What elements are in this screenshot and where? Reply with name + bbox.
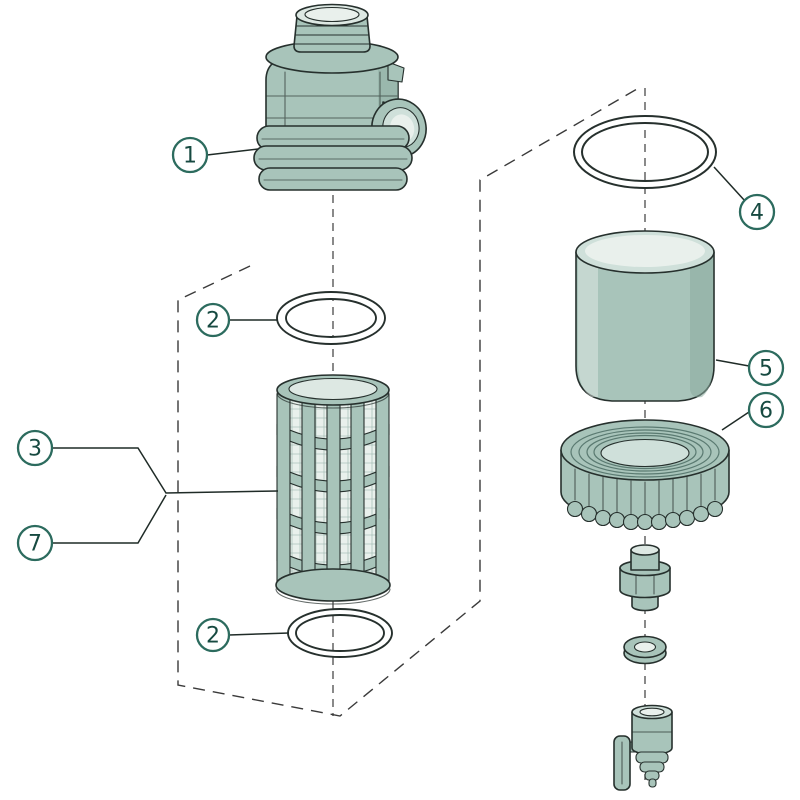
cock-top-inner [639, 707, 665, 717]
callout-6-label: 6 [759, 399, 773, 424]
leader-line-3 [52, 447, 279, 494]
callout-1-label: 1 [183, 144, 197, 169]
leader-line-6 [721, 411, 750, 431]
screen-slat-2 [301, 393, 316, 587]
callout-3-circle[interactable] [16, 429, 54, 467]
filter-head-cap [293, 15, 371, 53]
filter-screen [275, 374, 391, 605]
leader-line-1 [206, 148, 259, 156]
screen-bottom-ring [275, 568, 391, 602]
bowl-top-inner [585, 235, 705, 267]
callout-3-label: 3 [28, 437, 42, 462]
washer-hole [633, 641, 657, 653]
screen-top-opening [288, 377, 378, 401]
nut-ridge-lines [574, 468, 716, 515]
drain-cock [613, 704, 673, 791]
callout-6[interactable]: 6 [721, 391, 785, 431]
callout-7-label: 7 [28, 532, 42, 557]
callout-7-circle[interactable] [16, 524, 54, 562]
bowl-highlight [578, 254, 598, 397]
callout-2-top-label: 2 [206, 309, 220, 334]
callout-6-circle[interactable] [747, 391, 785, 429]
callout-5-label: 5 [759, 357, 773, 382]
filter-head [253, 3, 427, 191]
callout-2-bottom[interactable]: 2 [195, 617, 290, 653]
plug-collar [619, 567, 671, 599]
callout-2-top-circle[interactable] [195, 302, 231, 338]
leader-line-2-bottom [228, 632, 290, 636]
plug-top [630, 544, 660, 556]
base-rib-2 [253, 145, 413, 171]
callout-2-top[interactable]: 2 [195, 302, 278, 338]
leader-line-7 [52, 494, 167, 544]
leader-line-5 [715, 359, 750, 367]
filter-bowl [575, 230, 715, 402]
filter-head-cap-top-inner [304, 6, 360, 23]
o-ring-large [572, 115, 718, 189]
screen-slat-5 [375, 393, 390, 587]
screen-bottom-rim-line [275, 588, 391, 605]
callout-3[interactable]: 3 [16, 429, 279, 494]
callout-2-bottom-circle[interactable] [195, 617, 231, 653]
o-ring-small-bottom [287, 608, 393, 658]
drain-plug [619, 544, 671, 612]
screen-slat-4 [350, 393, 365, 587]
callout-4-circle[interactable] [738, 193, 776, 231]
screen-top-rim-line [276, 392, 390, 409]
callout-1[interactable]: 1 [171, 136, 259, 174]
filter-head-lug [387, 61, 405, 83]
washer [623, 635, 667, 665]
bowl-body [575, 251, 715, 402]
construction-lines [177, 88, 638, 717]
screen-slat-3 [326, 393, 341, 587]
callout-4[interactable]: 4 [713, 166, 776, 231]
callout-4-label: 4 [750, 201, 764, 226]
nut-bore [600, 438, 690, 468]
screen-slat-1 [276, 393, 291, 587]
callout-5[interactable]: 5 [715, 349, 785, 387]
base-rib-3 [258, 167, 408, 191]
callout-1-circle[interactable] [171, 136, 209, 174]
callout-2-bottom-label: 2 [206, 624, 220, 649]
callout-5-circle[interactable] [747, 349, 785, 387]
nut-threads [570, 426, 720, 478]
base-rib-lines [258, 138, 408, 181]
cock-tip [648, 778, 657, 788]
ring-nut [560, 419, 730, 531]
bowl-shade [690, 254, 713, 398]
cock-taper-1 [635, 751, 669, 764]
o-ring-small-top [276, 291, 386, 345]
leader-line-4 [713, 166, 746, 202]
callout-7[interactable]: 7 [16, 494, 167, 562]
